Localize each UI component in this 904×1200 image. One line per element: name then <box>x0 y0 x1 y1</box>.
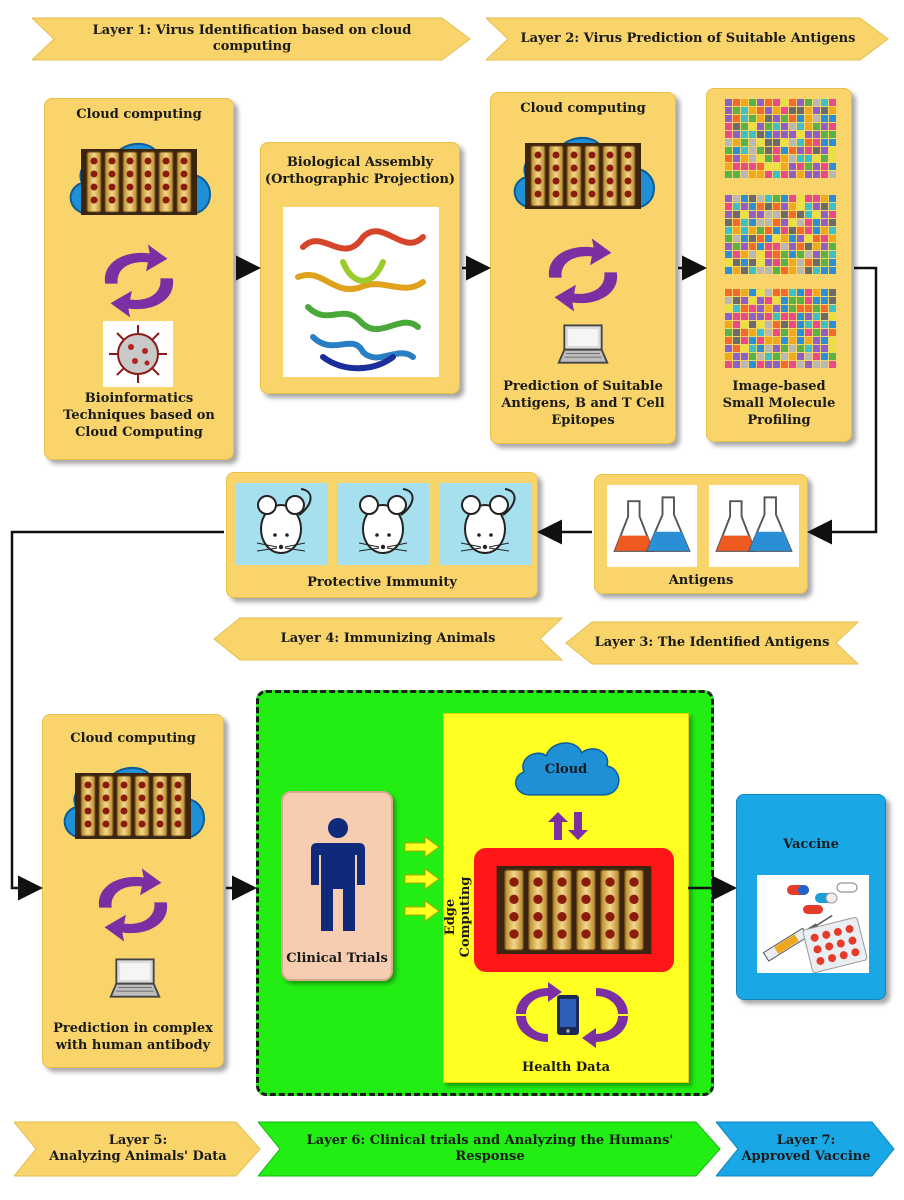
banner-shape <box>258 1121 721 1177</box>
cloud-computing-box-2: Cloud computing Prediction of Suitable A… <box>490 92 676 444</box>
layer-6-panel: Clinical Trials Cloud Edge Computing <box>256 690 714 1096</box>
edge-server-panel <box>474 848 674 972</box>
cloud-label: Cloud <box>544 762 588 777</box>
card-caption: Clinical Trials <box>286 951 388 966</box>
edge-computing-panel: Cloud Edge Computing Health Data <box>443 713 689 1083</box>
vaccine-box: Vaccine <box>736 794 886 1000</box>
label-line: Layer 7: <box>776 1132 836 1148</box>
layer-6-banner: Layer 6: Clinical trials and Analyzing t… <box>258 1118 722 1180</box>
smartphone-icon <box>557 995 579 1035</box>
title-line: (Orthographic Projection) <box>264 171 456 187</box>
mouse-icon <box>337 483 429 565</box>
box-caption: Protective Immunity <box>307 575 457 590</box>
layer-7-banner: Layer 7: Approved Vaccine <box>716 1118 896 1180</box>
cloud-computing-box-1: Cloud computing Bioinformatics Technique… <box>44 98 234 460</box>
person-icon <box>311 818 365 931</box>
layer-4-label: Layer 4: Immunizing Animals <box>280 630 496 646</box>
banner-shape <box>565 621 860 665</box>
title-line: Biological Assembly <box>286 155 434 170</box>
label-line: Analyzing Animals' Data <box>49 1149 227 1164</box>
layer-3-label: Layer 3: The Identified Antigens <box>594 634 830 650</box>
box-title: Cloud computing <box>76 107 202 122</box>
layer-1-label: Layer 1: Virus Identification based on c… <box>92 22 412 54</box>
box-caption: Bioinformatics Techniques based on Cloud… <box>45 391 233 442</box>
box-caption: Image-based Small Molecule Profiling <box>707 379 851 430</box>
cycle-arrows-icon <box>548 238 618 312</box>
cycle-arrows-icon <box>516 982 628 1048</box>
up-down-arrows-icon <box>548 812 588 840</box>
label-line: Layer 5: <box>108 1132 168 1148</box>
layer-5-banner: Layer 5: Analyzing Animals' Data <box>14 1118 262 1180</box>
server-icon <box>524 142 642 210</box>
layer-5-label: Layer 5: Analyzing Animals' Data <box>19 1133 256 1166</box>
server-icon <box>74 772 192 840</box>
protein-structure-image <box>283 207 439 377</box>
banner-shape <box>14 1121 261 1177</box>
mouse-icon <box>235 483 327 565</box>
caption-line: Antigens, B and T Cell <box>501 395 665 411</box>
flasks-icon <box>709 485 799 567</box>
laptop-icon <box>557 324 609 364</box>
caption-line: Cloud Computing <box>75 424 203 440</box>
virus-icon <box>103 321 173 387</box>
layer-6-label: Layer 6: Clinical trials and Analyzing t… <box>277 1133 704 1166</box>
layer-2-label: Layer 2: Virus Prediction of Suitable An… <box>520 30 856 46</box>
caption-line: Small Molecule <box>722 395 836 411</box>
caption-line: Prediction of Suitable <box>503 379 663 394</box>
layer-4-banner: Layer 4: Immunizing Animals <box>212 614 564 664</box>
vaccine-title: Vaccine <box>783 837 839 852</box>
health-data-label: Health Data <box>521 1060 611 1075</box>
label-line: Approved Vaccine <box>741 1149 871 1164</box>
banner-shape <box>716 1121 895 1177</box>
server-icon <box>495 865 653 955</box>
edge-computing-label: Edge Computing <box>443 876 473 958</box>
banner-shape <box>486 17 889 61</box>
box-caption: Prediction in complex with human antibod… <box>43 1021 223 1055</box>
box-title: Biological Assembly (Orthographic Projec… <box>261 155 459 189</box>
layer-1-banner: Layer 1: Virus Identification based on c… <box>32 14 472 64</box>
caption-line: Epitopes <box>551 412 615 428</box>
clinical-trials-card: Clinical Trials <box>281 791 393 981</box>
caption-line: Profiling <box>747 412 811 428</box>
caption-line: Prediction in complex <box>53 1021 213 1036</box>
laptop-icon <box>109 958 161 998</box>
layer-3-banner: Layer 3: The Identified Antigens <box>564 618 860 668</box>
box-caption: Prediction of Suitable Antigens, B and T… <box>491 379 675 430</box>
flasks-icon <box>607 485 697 567</box>
cycle-arrows-icon <box>98 868 168 942</box>
caption-line: Techniques based on <box>63 407 215 423</box>
caption-line: Image-based <box>732 379 826 394</box>
box-title: Cloud computing <box>70 731 196 746</box>
antigens-box: Antigens <box>594 474 808 594</box>
box-title: Cloud computing <box>520 101 646 116</box>
protective-immunity-box: Protective Immunity <box>226 472 538 598</box>
caption-line: with human antibody <box>55 1037 211 1053</box>
label-line: Response <box>455 1149 525 1164</box>
small-molecule-profiling-box: Image-based Small Molecule Profiling <box>706 88 852 442</box>
cloud-computing-box-3: Cloud computing Prediction in complex wi… <box>42 714 224 1068</box>
mouse-icon <box>439 483 531 565</box>
layer-2-banner: Layer 2: Virus Prediction of Suitable An… <box>486 14 890 64</box>
banner-shape <box>32 17 471 61</box>
cycle-arrows-icon <box>104 244 174 318</box>
vaccine-pills-image <box>757 875 869 973</box>
caption-line: Bioinformatics <box>84 391 194 406</box>
box-caption: Antigens <box>668 573 734 588</box>
biological-assembly-box: Biological Assembly (Orthographic Projec… <box>260 142 460 394</box>
profiling-grid-image <box>725 99 836 368</box>
label-line: Layer 6: Clinical trials and Analyzing t… <box>306 1132 674 1148</box>
layer-7-label: Layer 7: Approved Vaccine <box>725 1133 886 1166</box>
yellow-arrows-icon <box>404 836 440 922</box>
server-icon <box>80 148 198 216</box>
